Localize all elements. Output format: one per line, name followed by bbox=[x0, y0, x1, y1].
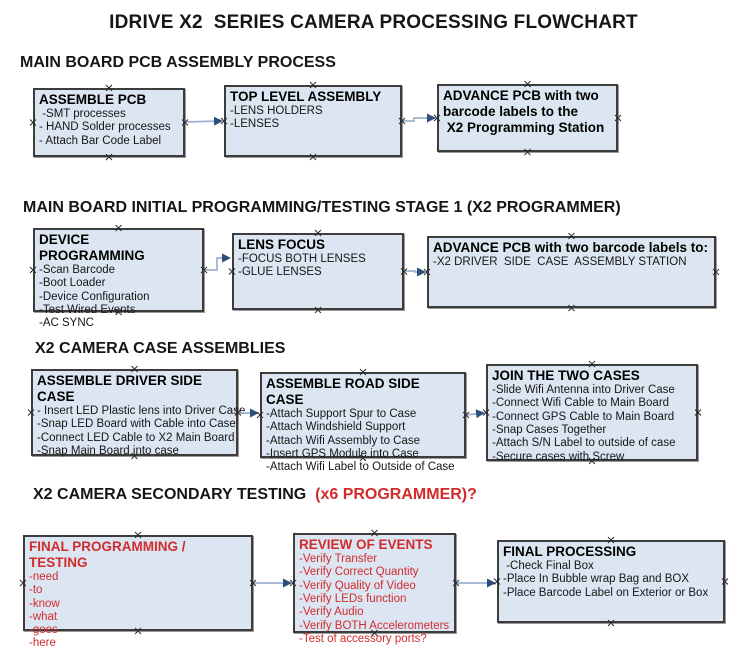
page-title: IDRIVE X2 SERIES CAMERA PROCESSING FLOWC… bbox=[109, 12, 638, 33]
box-title: ASSEMBLE ROAD SIDE CASE bbox=[266, 376, 424, 407]
box-title: LENS FOCUS bbox=[238, 237, 326, 252]
box-line: -Scan Barcode bbox=[39, 263, 116, 276]
box-assemble-driver-side-case[interactable]: ASSEMBLE DRIVER SIDE CASE - Insert LED P… bbox=[31, 369, 246, 458]
box-title: JOIN THE TWO CASES bbox=[492, 368, 640, 383]
flow-arrow-device-programming-to-lens-focus[interactable] bbox=[204, 253, 231, 271]
box-line: -Verify Correct Quantity bbox=[299, 566, 419, 579]
box-line: -Attach Support Spur to Case bbox=[266, 407, 417, 420]
box-line: -Slide Wifi Antenna into Driver Case bbox=[492, 383, 675, 396]
box-line: -Snap LED Board with Cable into Case bbox=[37, 418, 236, 431]
box-lines: -LENS HOLDERS-LENSES bbox=[230, 105, 396, 132]
box-lens-focus[interactable]: LENS FOCUS -FOCUS BOTH LENSES-GLUE LENSE… bbox=[232, 233, 404, 310]
box-lines: -SMT processes- HAND Solder processes- A… bbox=[39, 108, 179, 148]
flow-arrow-assemble-pcb-to-top-level[interactable] bbox=[184, 116, 223, 126]
box-line: -Attach S/N Label to outside of case bbox=[492, 437, 676, 450]
flow-arrow-road-case-to-join-cases[interactable] bbox=[465, 409, 485, 419]
box-lines: -Scan Barcode-Boot Loader-Device Configu… bbox=[39, 264, 198, 331]
box-line: -what bbox=[29, 610, 58, 623]
section-heading-pcb-assembly: MAIN BOARD PCB ASSEMBLY PROCESS bbox=[20, 54, 336, 71]
box-line: -Place In Bubble wrap Bag and BOX bbox=[503, 573, 690, 586]
box-lines: - Insert LED Plastic lens into Driver Ca… bbox=[37, 404, 246, 458]
box-lines: -need-to-know-what-goes-here bbox=[29, 571, 247, 651]
box-line: -Verify Audio bbox=[299, 606, 364, 619]
box-line: -here bbox=[29, 637, 56, 650]
box-line: -Connect LED Cable to X2 Main Board bbox=[37, 431, 235, 444]
box-line: -AC SYNC bbox=[39, 317, 94, 330]
box-title: FINAL PROCESSING bbox=[503, 544, 637, 559]
box-line: - Insert LED Plastic lens into Driver Ca… bbox=[37, 404, 246, 417]
box-line: -need bbox=[29, 570, 59, 583]
box-line: -goes bbox=[29, 624, 58, 637]
box-title: TOP LEVEL ASSEMBLY bbox=[230, 89, 382, 104]
box-review-of-events[interactable]: REVIEW OF EVENTS -Verify Transfer-Verify… bbox=[293, 533, 456, 645]
section-heading-secondary-testing: X2 CAMERA SECONDARY TESTING (x6 PROGRAMM… bbox=[33, 486, 477, 504]
box-line: -to bbox=[29, 584, 43, 597]
box-line: -Attach Wifi Label to Outside of Case bbox=[266, 461, 455, 474]
box-title: ASSEMBLE DRIVER SIDE CASE bbox=[37, 373, 206, 404]
box-line: -Snap Cases Together bbox=[492, 423, 607, 436]
box-line: -X2 DRIVER SIDE CASE ASSEMBLY STATION bbox=[433, 255, 687, 268]
section-heading-case-assemblies: X2 CAMERA CASE ASSEMBLIES bbox=[35, 340, 286, 357]
box-line: -Verify Transfer bbox=[299, 552, 377, 565]
box-line: -Verify LEDs function bbox=[299, 592, 407, 605]
box-title: ADVANCE PCB with two barcode labels to: bbox=[433, 240, 709, 255]
box-line: - Attach Bar Code Label bbox=[39, 134, 162, 147]
box-line: -Check Final Box bbox=[503, 559, 594, 572]
box-title: ASSEMBLE PCB bbox=[39, 92, 147, 107]
flow-arrow-lens-focus-to-advance-pcb[interactable] bbox=[404, 267, 426, 277]
box-line: -Connect Wifi Cable to Main Board bbox=[492, 397, 670, 410]
box-line: -Secure cases with Screw bbox=[492, 450, 625, 463]
flow-arrow-top-level-to-advance-pcb[interactable] bbox=[402, 113, 436, 123]
box-title: REVIEW OF EVENTS bbox=[299, 537, 433, 552]
box-assemble-road-side-case[interactable]: ASSEMBLE ROAD SIDE CASE -Attach Support … bbox=[260, 372, 466, 473]
box-device-programming[interactable]: DEVICE PROGRAMMING -Scan Barcode-Boot Lo… bbox=[33, 228, 204, 329]
box-line: -LENS HOLDERS bbox=[230, 104, 323, 117]
box-assemble-pcb[interactable]: ASSEMBLE PCB -SMT processes- HAND Solder… bbox=[33, 88, 185, 157]
box-line: -Attach Windshield Support bbox=[266, 421, 406, 434]
box-line: - HAND Solder processes bbox=[39, 121, 171, 134]
box-join-the-two-cases[interactable]: JOIN THE TWO CASES -Slide Wifi Antenna i… bbox=[486, 364, 698, 464]
box-line: -Snap Main Board into case bbox=[37, 444, 179, 457]
box-line: -Verify BOTH Accelerometers bbox=[299, 619, 450, 632]
box-title: ADVANCE PCB with two barcode labels to t… bbox=[443, 88, 605, 135]
box-title: FINAL PROGRAMMING / TESTING bbox=[29, 539, 190, 570]
box-line: -Attach Wifi Assembly to Case bbox=[266, 434, 421, 447]
box-line: -SMT processes bbox=[39, 107, 126, 120]
box-line: -FOCUS BOTH LENSES bbox=[238, 252, 366, 265]
box-final-programming-testing[interactable]: FINAL PROGRAMMING / TESTING -need-to-kno… bbox=[23, 535, 253, 649]
box-lines: -Verify Transfer-Verify Correct Quantity… bbox=[299, 553, 450, 646]
box-line: -LENSES bbox=[230, 118, 280, 131]
section-heading-red-part: (x6 PROGRAMMER)? bbox=[310, 486, 477, 503]
box-advance-pcb-to-driver-side-station[interactable]: ADVANCE PCB with two barcode labels to: … bbox=[427, 236, 716, 308]
box-advance-pcb-to-programming-station[interactable]: ADVANCE PCB with two barcode labels to t… bbox=[437, 84, 618, 152]
box-lines: -Attach Support Spur to Case-Attach Wind… bbox=[266, 408, 460, 475]
box-title: DEVICE PROGRAMMING bbox=[39, 232, 145, 263]
box-lines: -X2 DRIVER SIDE CASE ASSEMBLY STATION bbox=[433, 256, 710, 269]
section-heading-initial-programming: MAIN BOARD INITIAL PROGRAMMING/TESTING S… bbox=[23, 199, 621, 216]
box-line: -Verify Quality of Video bbox=[299, 579, 416, 592]
box-lines: -FOCUS BOTH LENSES-GLUE LENSES bbox=[238, 253, 398, 280]
box-line: -Test Wired Events bbox=[39, 303, 136, 316]
box-final-processing[interactable]: FINAL PROCESSING -Check Final Box-Place … bbox=[497, 540, 725, 623]
box-line: -Device Configuration bbox=[39, 290, 150, 303]
box-line: -know bbox=[29, 597, 60, 610]
box-lines: -Check Final Box-Place In Bubble wrap Ba… bbox=[503, 560, 719, 600]
box-line: -Connect GPS Cable to Main Board bbox=[492, 410, 675, 423]
box-lines: -Slide Wifi Antenna into Driver Case-Con… bbox=[492, 384, 692, 464]
box-line: -Test of accessory ports? bbox=[299, 632, 427, 645]
box-top-level-assembly[interactable]: TOP LEVEL ASSEMBLY -LENS HOLDERS-LENSES bbox=[224, 85, 402, 157]
box-line: -Insert GPS Module into Case bbox=[266, 447, 419, 460]
box-line: -Boot Loader bbox=[39, 277, 106, 290]
box-line: -Place Barcode Label on Exterior or Box bbox=[503, 586, 709, 599]
section-heading-black-part: X2 CAMERA SECONDARY TESTING bbox=[33, 486, 311, 503]
box-line: -GLUE LENSES bbox=[238, 266, 322, 279]
